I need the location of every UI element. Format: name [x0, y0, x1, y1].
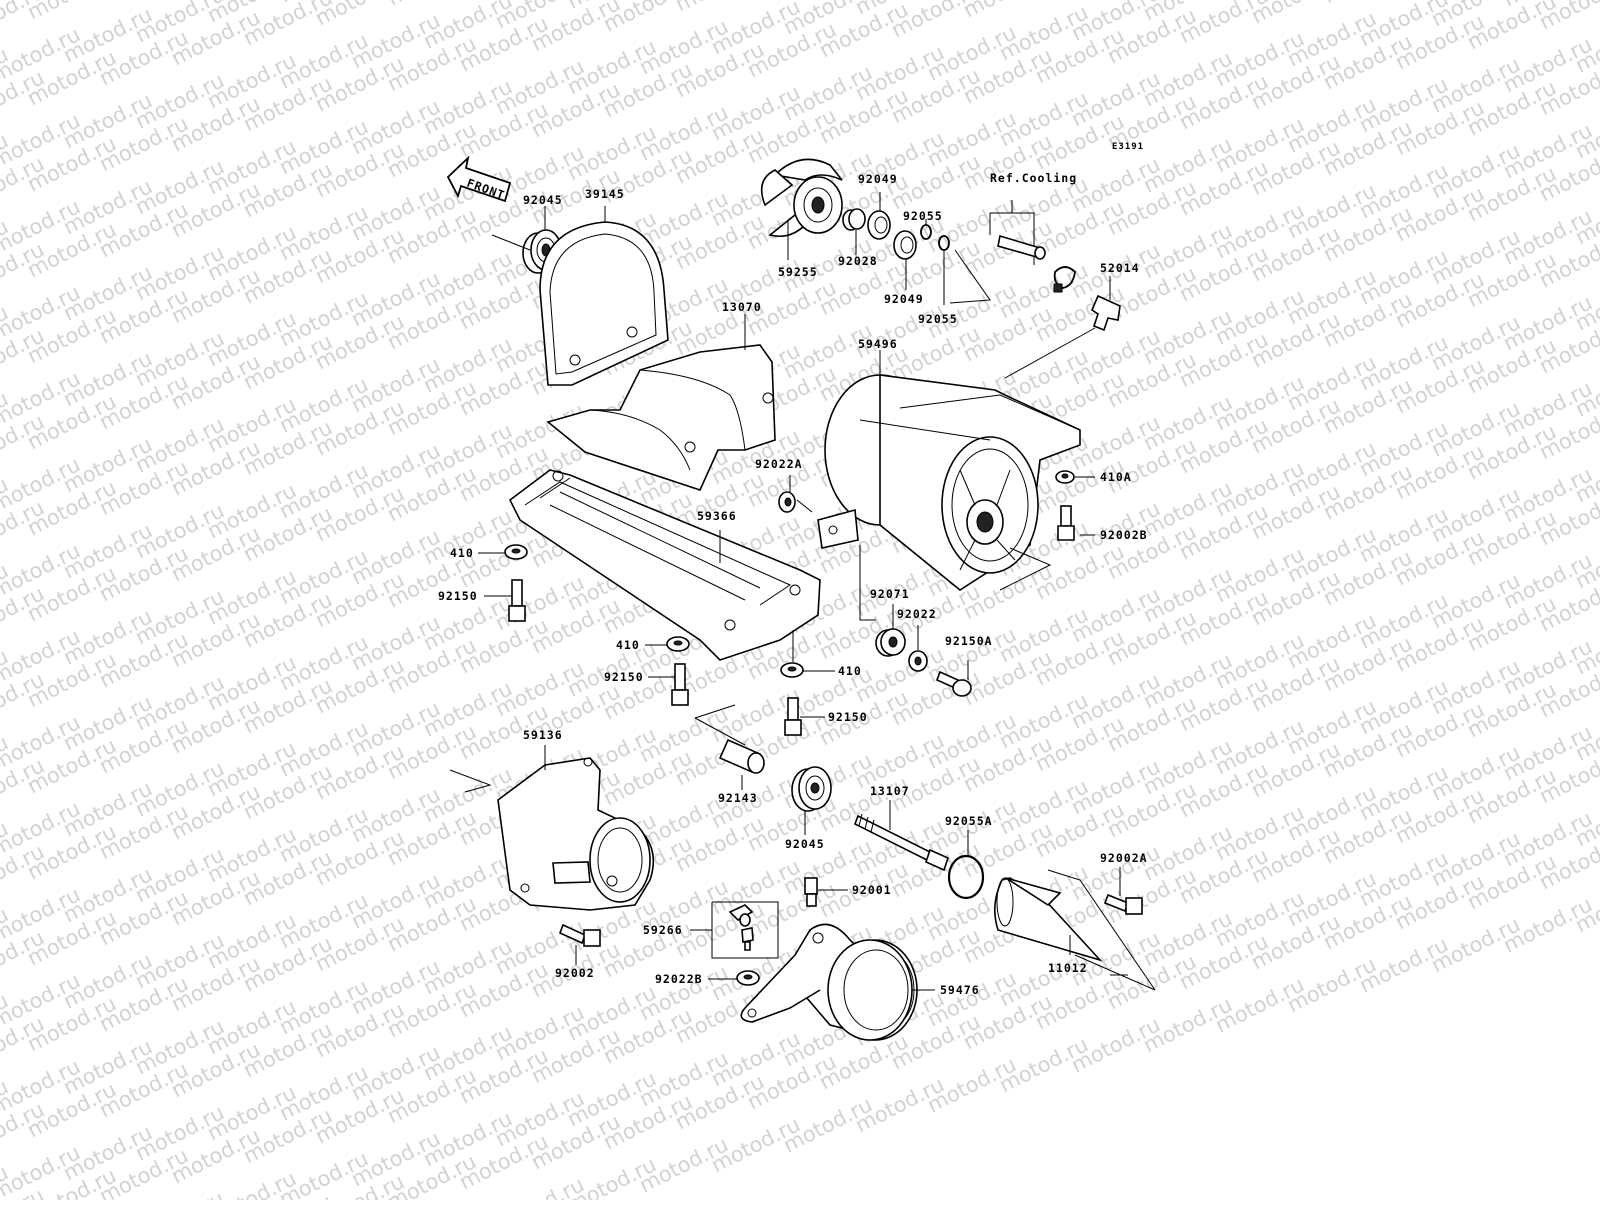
impeller-59255 — [760, 158, 843, 260]
label-92022A: 92022A — [755, 457, 803, 471]
label-410-left: 410 — [450, 546, 474, 560]
label-52014: 52014 — [1100, 261, 1140, 275]
label-92071: 92071 — [870, 587, 910, 601]
label-92150A: 92150A — [945, 634, 993, 648]
label-92022B: 92022B — [655, 972, 703, 986]
label-59266: 59266 — [643, 923, 683, 937]
watermark-text: motod.ru — [959, 0, 1056, 22]
label-59366: 59366 — [697, 509, 737, 523]
label-92150-right: 92150 — [828, 710, 868, 724]
label-92150-mid: 92150 — [604, 670, 644, 684]
label-92001: 92001 — [852, 883, 892, 897]
label-59476: 59476 — [940, 983, 980, 997]
label-92028: 92028 — [838, 254, 878, 268]
watermark-text: motod.ru — [131, 1186, 228, 1200]
label-39145: 39145 — [585, 187, 625, 201]
diagram-code: E3191 — [1112, 142, 1144, 152]
label-410-right: 410 — [838, 664, 862, 678]
label-92045-bottom: 92045 — [785, 837, 825, 851]
label-92045-top: 92045 — [523, 193, 563, 207]
label-92143: 92143 — [718, 791, 758, 805]
label-92022: 92022 — [897, 607, 937, 621]
label-92002: 92002 — [555, 966, 595, 980]
label-92049-top: 92049 — [858, 172, 898, 186]
label-92055-top: 92055 — [903, 209, 943, 223]
label-59136: 59136 — [523, 728, 563, 742]
label-59496: 59496 — [858, 337, 898, 351]
label-92055-bottom: 92055 — [918, 312, 958, 326]
label-59255: 59255 — [778, 265, 818, 279]
label-92002A: 92002A — [1100, 851, 1148, 865]
label-92150-left: 92150 — [438, 589, 478, 603]
label-ref-cooling: Ref.Cooling — [990, 171, 1077, 185]
label-410A: 410A — [1100, 470, 1132, 484]
label-13107: 13107 — [870, 784, 910, 798]
label-92002B: 92002B — [1100, 528, 1148, 542]
label-11012: 11012 — [1048, 961, 1088, 975]
label-13070: 13070 — [722, 300, 762, 314]
label-410-mid: 410 — [616, 638, 640, 652]
label-92049-bottom: 92049 — [884, 292, 924, 306]
label-92055A: 92055A — [945, 814, 993, 828]
